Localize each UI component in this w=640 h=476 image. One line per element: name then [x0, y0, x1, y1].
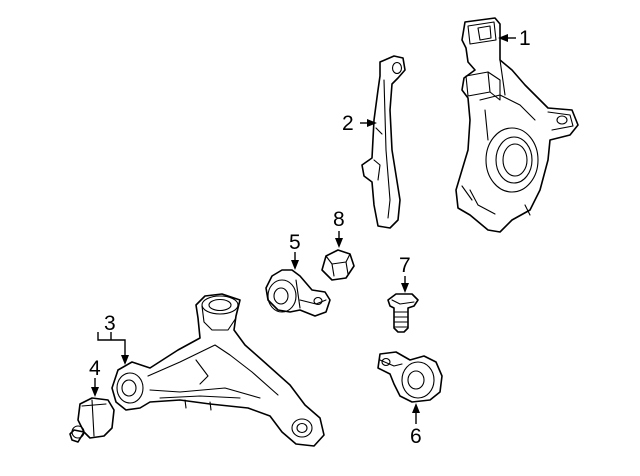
leader-lines: [91, 34, 516, 424]
callout-1: 1: [519, 27, 531, 50]
small-bushing-part: [69, 397, 115, 443]
upper-link-part: [361, 55, 406, 229]
nut-part: [321, 249, 355, 281]
lower-control-arm-part: [111, 293, 325, 447]
front-bushing-part: [377, 351, 443, 403]
callout-4: 4: [89, 357, 101, 380]
callout-5: 5: [289, 231, 301, 254]
callout-labels: 1 2 3 4 5 6 7 8: [89, 27, 531, 448]
bolt-part: [387, 293, 419, 333]
callout-3: 3: [104, 312, 116, 335]
callout-2: 2: [342, 112, 354, 135]
callout-6: 6: [410, 425, 422, 448]
rear-bushing-part: [265, 269, 331, 317]
steering-knuckle-part: [455, 17, 579, 233]
callout-8: 8: [333, 208, 345, 231]
callout-7: 7: [399, 254, 411, 277]
